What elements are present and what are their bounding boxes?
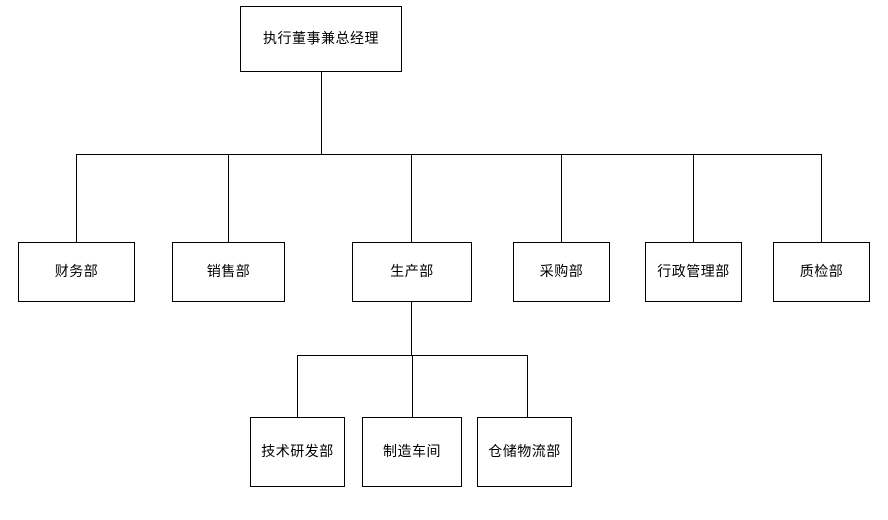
- node-procurement-department[interactable]: 采购部: [513, 242, 610, 302]
- node-label: 销售部: [206, 263, 251, 280]
- connector-riser-administration: [693, 154, 694, 242]
- node-label: 采购部: [539, 263, 584, 280]
- node-executive-director-general-manager[interactable]: 执行董事兼总经理: [240, 6, 402, 72]
- node-label: 制造车间: [383, 443, 441, 460]
- node-label: 执行董事兼总经理: [263, 30, 379, 47]
- node-administration-department[interactable]: 行政管理部: [645, 242, 742, 302]
- connector-riser-production: [411, 154, 412, 242]
- node-label: 财务部: [54, 263, 99, 280]
- node-production-department[interactable]: 生产部: [352, 242, 472, 302]
- node-technology-rnd-department[interactable]: 技术研发部: [250, 417, 345, 487]
- connector-bus-level2: [76, 154, 821, 155]
- connector-production-stem: [411, 302, 412, 355]
- connector-riser-warehouse: [527, 355, 528, 417]
- connector-riser-quality: [821, 154, 822, 242]
- node-manufacturing-workshop[interactable]: 制造车间: [362, 417, 462, 487]
- node-label: 仓储物流部: [488, 443, 561, 460]
- connector-root-stem: [321, 72, 322, 154]
- node-label: 质检部: [799, 263, 844, 280]
- connector-riser-rnd: [297, 355, 298, 417]
- node-warehouse-logistics-department[interactable]: 仓储物流部: [477, 417, 572, 487]
- connector-riser-sales: [228, 154, 229, 242]
- node-finance-department[interactable]: 财务部: [18, 242, 135, 302]
- connector-riser-finance: [76, 154, 77, 242]
- node-quality-inspection-department[interactable]: 质检部: [773, 242, 870, 302]
- node-label: 生产部: [390, 263, 434, 280]
- node-sales-department[interactable]: 销售部: [172, 242, 285, 302]
- node-label: 行政管理部: [657, 263, 730, 280]
- connector-riser-procurement: [561, 154, 562, 242]
- connector-riser-workshop: [412, 355, 413, 417]
- node-label: 技术研发部: [261, 443, 334, 460]
